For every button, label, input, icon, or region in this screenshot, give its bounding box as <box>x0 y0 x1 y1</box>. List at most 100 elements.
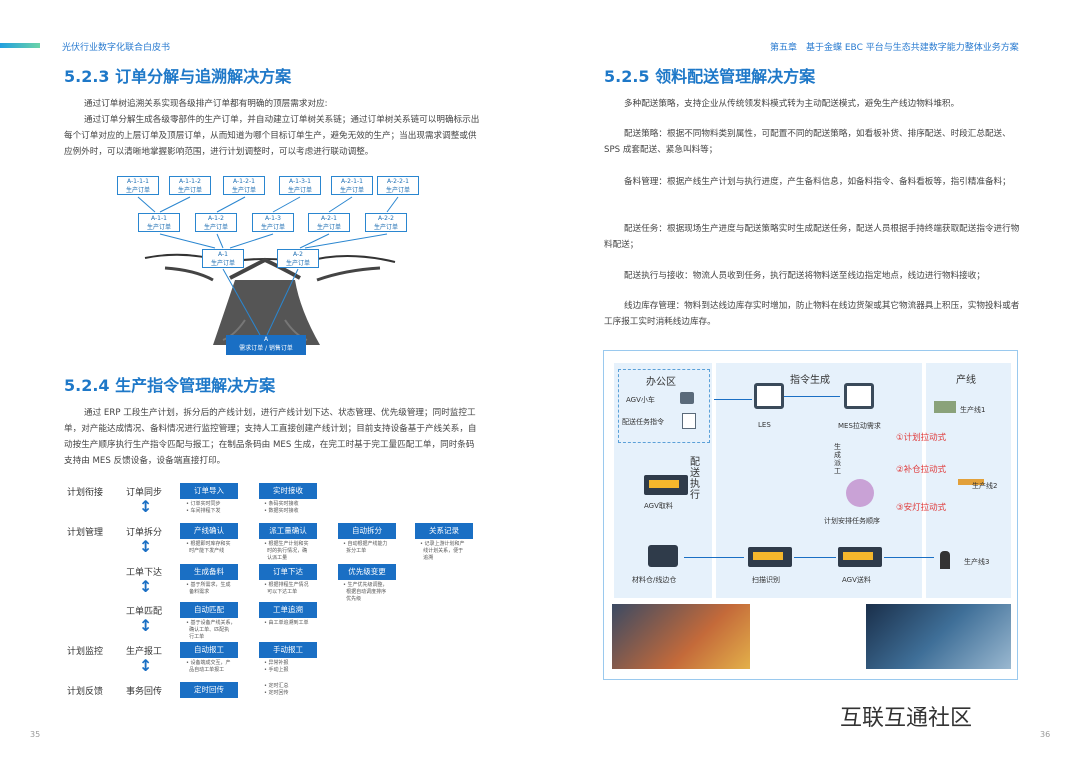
production-line-2-icon <box>958 479 984 485</box>
section-525-para-1: 多种配送策略，支持企业从传统领发料模式转为主动配送模式，避免生产线边物料堆积。 <box>624 99 960 109</box>
box-relation-record: 关系记录 <box>415 523 473 539</box>
note-timed-return: • 定时汇总 • 定时回传 <box>264 683 289 696</box>
left-header-title: 光伏行业数字化联合白皮书 <box>62 43 171 53</box>
label-agv-send: AGV送料 <box>842 576 871 584</box>
label-les: LES <box>758 421 771 429</box>
label-pull-andon: ③安灯拉动式 <box>896 503 947 513</box>
section-523-body: 通过订单分解生成各级零部件的生产订单，并自动建立订单树关系链；通过订单树关系链可… <box>64 115 480 157</box>
agv-send-truck-icon <box>838 547 882 567</box>
note-auto-split: • 自动根据产线能力 拆分工单 <box>343 541 388 554</box>
box-auto-match: 自动匹配 <box>180 602 238 618</box>
label-agv-car: AGV小车 <box>626 396 655 404</box>
note-order-issue: • 根据排程生产情况 可以下达工单 <box>264 582 309 595</box>
section-525-para-5: 配送执行与接收：物流人员收到任务，执行配送将物料送至线边指定地点，线边进行物料接… <box>624 271 985 281</box>
flow-step-order-sync: 订单同步 <box>126 488 163 498</box>
section-525-para-2: 配送策略：根据不同物料类别属性，可配置不同的配送策略，如看板补货、排序配送、时段… <box>604 129 1011 155</box>
flow-step-work-order-match: 工单匹配 <box>126 607 163 617</box>
box-order-import: 订单导入 <box>180 483 238 499</box>
flow-step-order-split: 订单拆分 <box>126 528 163 538</box>
command-flow-diagram: 计划衔接 计划管理 计划监控 计划反馈 订单同步 ↕ 订单拆分 ↕ 工单下达 ↕… <box>64 480 474 700</box>
label-line-1: 生产线1 <box>960 406 986 414</box>
flow-step-transaction-return: 事务回传 <box>126 687 163 697</box>
box-work-order-trace: 工单追溯 <box>259 602 317 618</box>
label-line-3: 生产线3 <box>964 558 990 566</box>
label-pull-replenish: ②补仓拉动式 <box>896 465 947 475</box>
flow-stage-plan-feedback: 计划反馈 <box>67 687 104 697</box>
flow-stage-plan-manage: 计划管理 <box>67 528 104 538</box>
document-icon <box>682 413 696 429</box>
label-agv-take: AGV取料 <box>644 502 673 510</box>
box-generate-material: 生成备料 <box>180 564 238 580</box>
flow-stage-plan-monitor: 计划监控 <box>67 647 104 657</box>
arrow-line <box>784 396 840 397</box>
note-work-order-trace: • 由工单追溯到工单 <box>264 620 309 626</box>
flow-stage-plan-link: 计划衔接 <box>67 488 104 498</box>
flow-step-work-order-issue: 工单下达 <box>126 568 163 578</box>
production-line-1-icon <box>934 401 956 413</box>
note-generate-material: • 基于所需求，生成 备料需求 <box>186 582 231 595</box>
watermark-text: 互联互通社区 <box>840 706 973 731</box>
arrow-line <box>714 399 752 400</box>
section-524-body: 通过 ERP 工段生产计划，拆分后的产线计划，进行产线计划下达、状态管理、优先级… <box>64 408 477 466</box>
note-realtime-receive: • 条码实时接收 • 数据实时接收 <box>264 501 299 514</box>
box-dispatch-confirm: 派工量确认 <box>259 523 317 539</box>
right-header-title: 第五章 基于金蝶 EBC 平台与生态共建数字能力整体业务方案 <box>770 43 1019 53</box>
zone-office-title: 办公区 <box>646 377 676 388</box>
label-pull-plan: ①计划拉动式 <box>896 433 947 443</box>
left-page-number: 35 <box>30 730 41 739</box>
label-dispatch-order: 配送任务指令 <box>622 418 664 426</box>
box-order-issue: 订单下达 <box>259 564 317 580</box>
mes-monitor-icon <box>844 383 874 409</box>
agv-take-truck-icon <box>644 475 688 495</box>
updown-arrow-icon: ↕ <box>139 537 153 556</box>
label-line-2: 生产线2 <box>972 482 998 490</box>
right-page-number: 36 <box>1040 730 1051 739</box>
section-525-para-3: 备料管理：根据产线生产计划与执行进度，产生备料信息，如备料指令、备料看板等，指引… <box>624 177 1011 187</box>
updown-arrow-icon: ↕ <box>139 497 153 516</box>
note-dispatch-confirm: • 根据生产计划和实 时的执行情况，确 认派工量 <box>264 541 309 561</box>
note-auto-report: • 设备端成交互，产 品自动工单报工 <box>186 660 231 673</box>
label-scan: 扫描识别 <box>752 576 780 584</box>
photo-warehouse-scanning <box>612 604 750 669</box>
office-dashed-frame <box>618 369 710 443</box>
box-priority-change: 优先级变更 <box>338 564 396 580</box>
note-line-confirm: • 根据即时库存和实 时产能下发产线 <box>186 541 231 554</box>
label-dispatch-exec: 配送执行 <box>690 457 700 501</box>
note-relation-record: • 记录上游计划和产 线计划关系，便于 追溯 <box>420 541 465 561</box>
label-plan-order: 计划安排任务顺序 <box>824 517 880 525</box>
updown-arrow-icon: ↕ <box>139 577 153 596</box>
section-525-para-4: 配送任务：根据现场生产进度与配送策略实时生成配送任务，配送人员根据手持终端获取配… <box>604 224 1020 250</box>
worker-avatar-icon <box>846 479 874 507</box>
section-525-para-6: 线边库存管理：物料到达线边库存实时增加，防止物料在线边货架或其它物流器具上积压，… <box>604 301 1020 327</box>
section-525-title: 5.2.5 领料配送管理解决方案 <box>604 67 816 86</box>
section-524-title: 5.2.4 生产指令管理解决方案 <box>64 376 276 395</box>
box-auto-split: 自动拆分 <box>338 523 396 539</box>
tree-connectors <box>137 196 399 336</box>
label-mes: MES拉动需求 <box>838 422 881 430</box>
note-priority-change: • 生产优先级调整， 根据自动调度排序 优先级 <box>343 582 388 602</box>
label-warehouse: 材料仓/线边仓 <box>632 576 677 584</box>
header-accent-bar <box>0 43 40 48</box>
zone-command-title: 指令生成 <box>790 375 830 386</box>
section-523-intro: 通过订单树追溯关系实现各级排产订单都有明确的顶层需求对应: <box>84 99 328 109</box>
zone-line-title: 产线 <box>956 375 976 386</box>
box-line-confirm: 产线确认 <box>180 523 238 539</box>
updown-arrow-icon: ↕ <box>139 616 153 635</box>
flow-step-production-report: 生产报工 <box>126 647 163 657</box>
photo-factory-automation <box>866 604 1011 669</box>
material-delivery-diagram: 办公区 指令生成 产线 AGV小车 配送任务指令 LES MES拉动需求 配送执… <box>603 350 1018 680</box>
arrow-line <box>884 557 934 558</box>
les-monitor-icon <box>754 383 784 409</box>
note-order-import: • 订单实时同步 • 车间排程下发 <box>186 501 221 514</box>
